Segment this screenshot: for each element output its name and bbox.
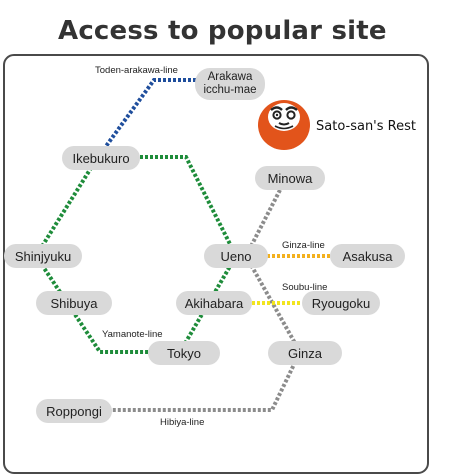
station-akihabara[interactable]: Akihabara <box>176 291 252 315</box>
landmark-label: Sato-san's Rest <box>316 119 416 134</box>
daruma-icon <box>258 100 310 150</box>
route-yamanote <box>33 155 239 354</box>
page-title: Access to popular site <box>58 16 387 46</box>
station-ikebukuro[interactable]: Ikebukuro <box>62 146 140 170</box>
route-map <box>33 78 330 412</box>
route-hibiya <box>110 189 303 412</box>
station-minowa[interactable]: Minowa <box>255 166 325 190</box>
station-label-line-2: icchu-mae <box>203 84 257 96</box>
station-shibuya[interactable]: Shibuya <box>36 291 112 315</box>
station-ueno[interactable]: Ueno <box>204 244 268 268</box>
station-ginza[interactable]: Ginza <box>268 341 342 365</box>
station-label-line-1: Arakawa <box>207 71 253 83</box>
station-roppongi[interactable]: Roppongi <box>36 399 112 423</box>
station-shinjyuku[interactable]: Shinjyuku <box>4 244 82 268</box>
route-toden-arakawa <box>94 78 206 162</box>
line-label-soubu: Soubu-line <box>282 282 328 293</box>
station-asakusa[interactable]: Asakusa <box>330 244 405 268</box>
line-label-yamanote: Yamanote-line <box>102 329 163 340</box>
station-tokyo[interactable]: Tokyo <box>148 341 220 365</box>
station-arakawa-icchu-mae[interactable]: Arakawa icchu-mae <box>195 68 265 100</box>
line-label-toden-arakawa: Toden-arakawa-line <box>95 65 178 76</box>
line-label-ginza: Ginza-line <box>282 240 325 251</box>
station-ryougoku[interactable]: Ryougoku <box>302 291 380 315</box>
line-label-hibiya: Hibiya-line <box>160 417 205 428</box>
